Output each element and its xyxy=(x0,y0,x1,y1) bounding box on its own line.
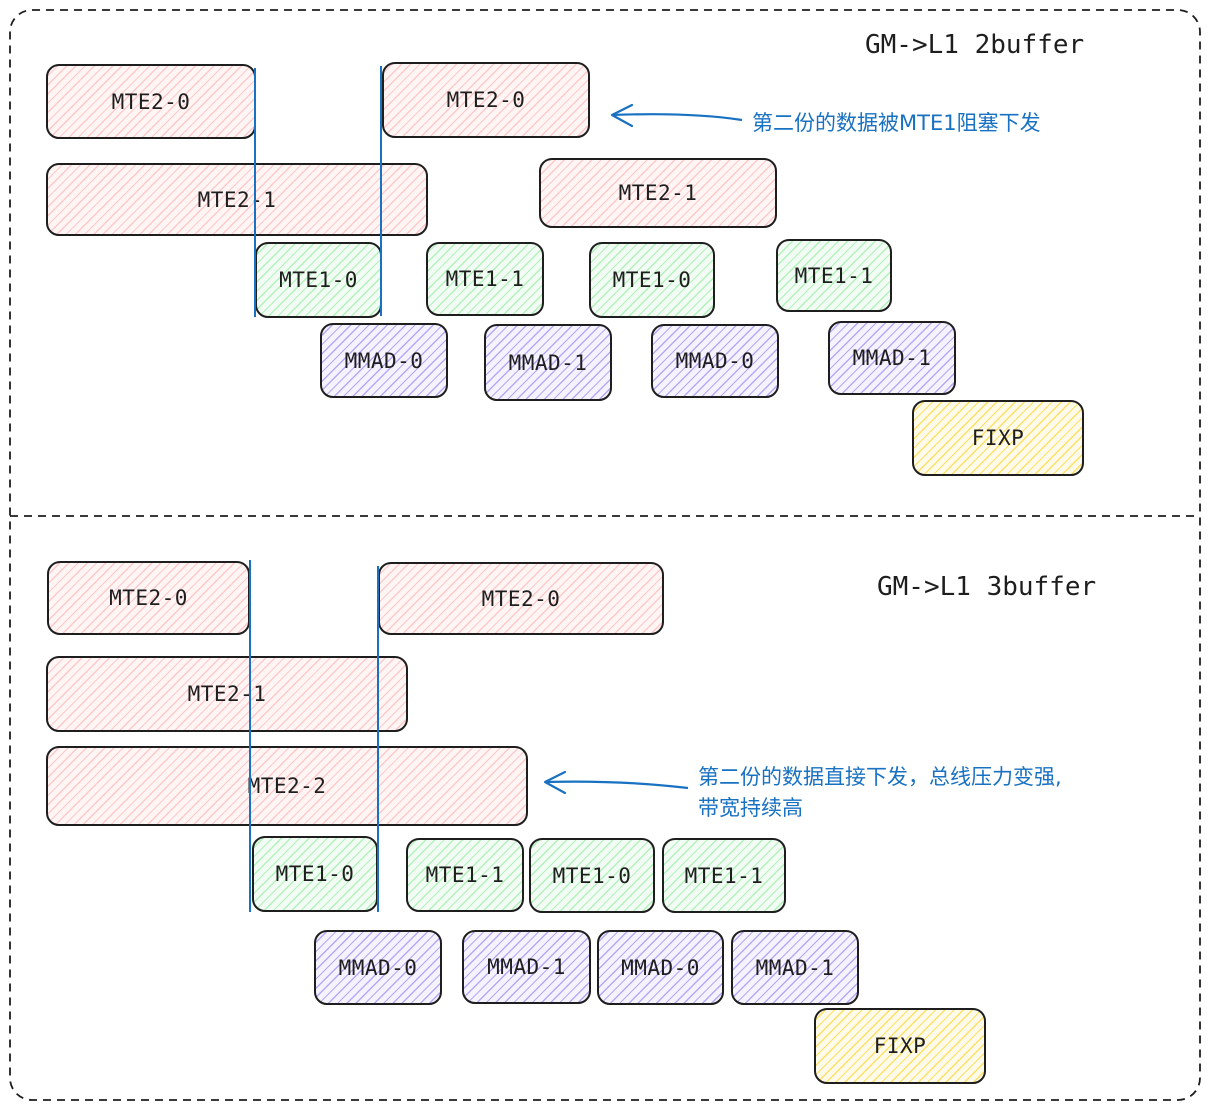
top-note-arrowhead xyxy=(610,103,634,128)
bottom-fixp-block: FIXP xyxy=(814,1008,986,1084)
top-sync-line-left xyxy=(254,68,256,317)
top-mte1-0-block-b: MTE1-0 xyxy=(589,242,715,318)
bottom-mmad-0-block-b: MMAD-0 xyxy=(597,930,724,1005)
bottom-panel-note-line1: 第二份的数据直接下发，总线压力变强, xyxy=(698,765,1062,789)
bottom-mte2-2-block: MTE2-2 xyxy=(46,746,528,826)
bottom-mmad-0-block-a: MMAD-0 xyxy=(314,930,442,1005)
bottom-mte1-1-block-b: MTE1-1 xyxy=(662,838,786,913)
top-panel-note: 第二份的数据被MTE1阻塞下发 xyxy=(752,111,1041,135)
bottom-panel-note: 第二份的数据直接下发，总线压力变强, 带宽持续高 xyxy=(698,762,1062,824)
top-mmad-0-block-b: MMAD-0 xyxy=(651,324,779,398)
bottom-mte2-1-block: MTE2-1 xyxy=(46,656,408,732)
bottom-mte1-0-block-b: MTE1-0 xyxy=(529,838,655,913)
top-note-arrow xyxy=(611,113,743,122)
bottom-mte1-1-block-a: MTE1-1 xyxy=(406,838,524,912)
top-mmad-0-block-a: MMAD-0 xyxy=(320,323,448,398)
top-mte2-1-block-a: MTE2-1 xyxy=(46,163,428,236)
bottom-sync-line-left xyxy=(249,560,251,912)
bottom-sync-line-right xyxy=(377,566,379,912)
bottom-note-arrow xyxy=(544,780,689,790)
bottom-panel-title: GM->L1 3buffer xyxy=(877,572,1097,602)
bottom-panel-note-line2: 带宽持续高 xyxy=(698,796,803,820)
top-mte1-1-block-a: MTE1-1 xyxy=(426,242,544,316)
bottom-note-arrowhead xyxy=(543,770,567,795)
top-mmad-1-block-a: MMAD-1 xyxy=(484,324,612,401)
top-mte1-0-block-a: MTE1-0 xyxy=(255,242,382,318)
top-mte2-0-block-a: MTE2-0 xyxy=(46,64,256,139)
bottom-mte2-0-block-b: MTE2-0 xyxy=(378,562,664,635)
bottom-mmad-1-block-a: MMAD-1 xyxy=(462,930,591,1004)
outer-dashed-frame xyxy=(9,9,1201,1101)
top-fixp-block: FIXP xyxy=(912,400,1084,476)
bottom-mte2-0-block-a: MTE2-0 xyxy=(47,561,250,635)
top-mte2-1-block-b: MTE2-1 xyxy=(539,158,777,228)
top-panel-title: GM->L1 2buffer xyxy=(865,30,1085,60)
top-mte1-1-block-b: MTE1-1 xyxy=(776,239,892,312)
bottom-mmad-1-block-b: MMAD-1 xyxy=(731,930,859,1005)
top-mmad-1-block-b: MMAD-1 xyxy=(828,321,956,395)
top-sync-line-right xyxy=(380,66,382,316)
bottom-mte1-0-block-a: MTE1-0 xyxy=(252,836,378,912)
top-mte2-0-block-b: MTE2-0 xyxy=(382,62,590,138)
